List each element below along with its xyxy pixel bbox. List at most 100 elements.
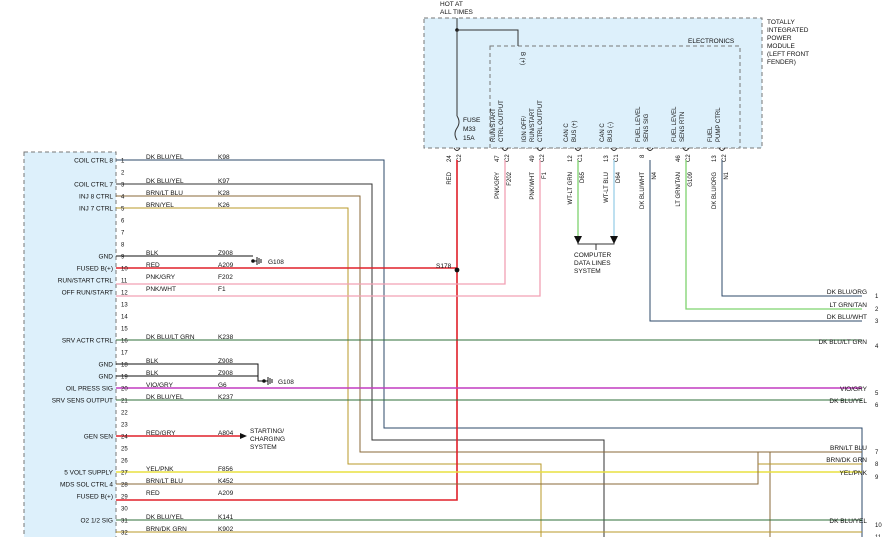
tipm-pin-label: BUS (+) [572,120,578,142]
pcm-circuit: K26 [218,202,230,209]
harness-wire-color: DK BLU/ORG [827,289,867,296]
pcm-pin-number: 3 [121,183,125,189]
pcm-pin-number: 8 [121,243,125,249]
pcm-wire-color: PNK/WHT [146,286,176,293]
pcm-pin-number: 16 [121,339,128,345]
pcm-pin-row: 14 [121,315,128,321]
pcm-pin-label: COIL CTRL 8 [74,158,113,165]
pcm-pin-number: 4 [121,195,125,201]
pcm-wire-color: DK BLU/YEL [146,394,184,401]
tipm-circuit: F202 [507,171,513,185]
tipm-pin-label: RUN/START [530,108,536,142]
pcm-connector-box [23,151,117,537]
pcm-pin-label: COIL CTRL 7 [74,182,113,189]
harness-wire-color: BRN/LT BLU [830,445,867,452]
pcm-pin-row: 6 [121,219,125,225]
pcm-wire-color: BRN/DK GRN [146,526,187,533]
pcm-pin-row: 22 [121,411,128,417]
harness-wire-color: DK BLU/YEL [829,518,867,525]
tipm-pin-label: RUN/START [491,108,497,142]
tipm-pin-label: CTRL OUTPUT [538,100,544,142]
pcm-pin-row: 2 [121,171,125,177]
pcm-pin-number: 28 [121,483,128,489]
pcm-pin-number: 23 [121,423,128,429]
pcm-circuit: G6 [218,382,227,389]
b-plus-label: B (+) [519,52,525,65]
pcm-pin-row: 23 [121,423,128,429]
wire-pin5-inj7 [116,207,542,537]
pcm-pin-number: 12 [121,291,128,297]
tipm-wire-color: PNK/WHT [530,172,536,200]
tipm-pin-number: 49 [530,155,536,162]
ground-g108-bottom: G108 [262,377,294,386]
pcm-pin-number: 24 [121,435,128,441]
pcm-pin-number: 22 [121,411,128,417]
pcm-circuit: Z908 [218,250,233,257]
tipm-pin-label: CAN C [600,123,606,142]
pcm-wire-color: DK BLU/YEL [146,514,184,521]
pcm-pin-row: 15 [121,327,128,333]
pcm-wire-color: DK BLU/YEL [146,154,184,161]
wire-fuel-sig [649,160,862,322]
pcm-pin-row: 26 [121,459,128,465]
tipm-wire-color: LT GRN/TAN [676,172,682,207]
harness-wire-color: LT GRN/TAN [829,302,867,309]
pcm-pin-label: SRV SENS OUTPUT [52,398,113,405]
ground-label-2: G108 [278,379,294,386]
wire-pin1-coil8 [116,159,863,537]
pcm-pin-label: 5 VOLT SUPPLY [64,470,113,477]
tipm-pin-connector: C2 [457,154,463,162]
data-bus-bracket [577,236,615,245]
pcm-circuit: Z908 [218,370,233,377]
pcm-pin-label: SRV ACTR CTRL [62,338,114,345]
harness-wire-color: DK BLU/YEL [829,398,867,405]
harness-pin-number: 3 [875,319,879,325]
tipm-pin-connector: C1 [614,154,620,162]
b-plus-bus [457,29,519,46]
tipm-pin-number: 47 [495,155,501,162]
pcm-wire-color: BRN/LT BLU [146,478,183,485]
splice-dot [454,267,460,273]
pcm-pin-label: OFF RUN/START [62,290,113,297]
harness-pin-number: 4 [875,344,879,350]
pcm-pin-number: 17 [121,351,128,357]
pcm-pin-number: 20 [121,387,128,393]
tipm-pin-label: CTRL OUTPUT [499,100,505,142]
pcm-pin-label: O2 1/2 SIG [80,518,113,525]
pcm-pin-number: 6 [121,219,125,225]
tipm-circuit: N1 [724,171,730,179]
pcm-pin-label: GND [99,374,114,381]
wire-fuel-pump [721,160,862,297]
ground-g108-top: G108 [251,257,284,266]
harness-wire-color: BRN/DK GRN [826,457,867,464]
pcm-circuit: F1 [218,286,226,293]
pcm-pin-row: 25 [121,447,128,453]
fuse-label: FUSE [463,117,481,124]
can-plus-arrow [574,236,582,244]
pcm-wire-color: BLK [146,358,159,365]
tipm-pin-number: 13 [604,155,610,162]
harness-wire-color: VIO/GRY [840,386,868,393]
tipm-wire-color: WT-LT GRN [568,172,574,204]
pcm-pin-label: FUSED B(+) [77,266,113,273]
